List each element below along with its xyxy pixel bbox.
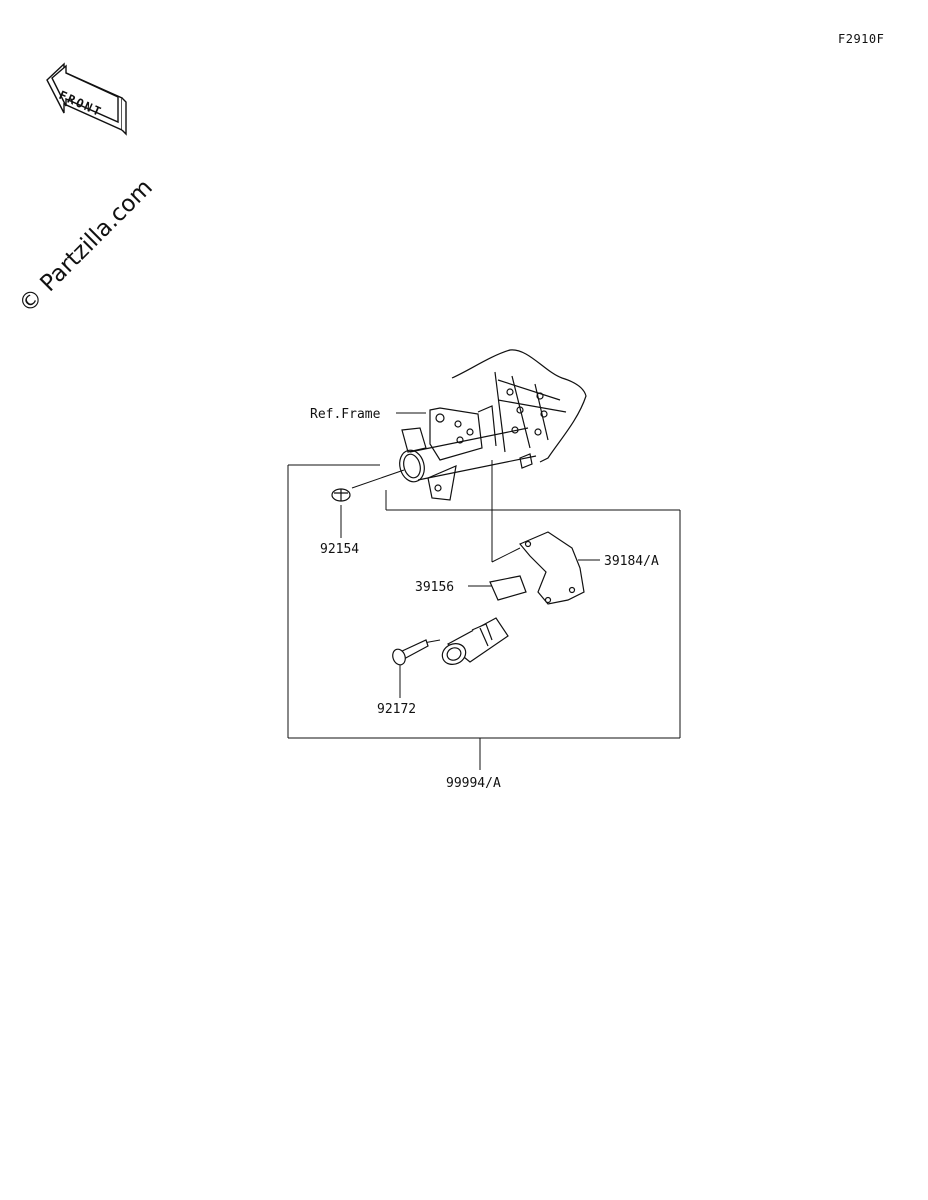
cover-39184a-drawing [519, 531, 585, 605]
holder-drawing [441, 617, 509, 665]
callout-99994a: 99994/A [446, 776, 501, 791]
callout-39156: 39156 [415, 580, 454, 595]
callout-92172: 92172 [377, 702, 416, 717]
bolt-92154-icon [331, 488, 351, 502]
pad-39156-drawing [489, 575, 527, 601]
callout-92154: 92154 [320, 542, 359, 557]
ref-frame-drawing [399, 349, 587, 501]
figure-code: F2910F [838, 32, 885, 46]
bolt-92172-icon [392, 639, 429, 666]
callout-ref-frame: Ref.Frame [310, 407, 381, 422]
front-arrow-icon: FRONT [46, 62, 127, 136]
callout-39184a: 39184/A [604, 554, 659, 569]
